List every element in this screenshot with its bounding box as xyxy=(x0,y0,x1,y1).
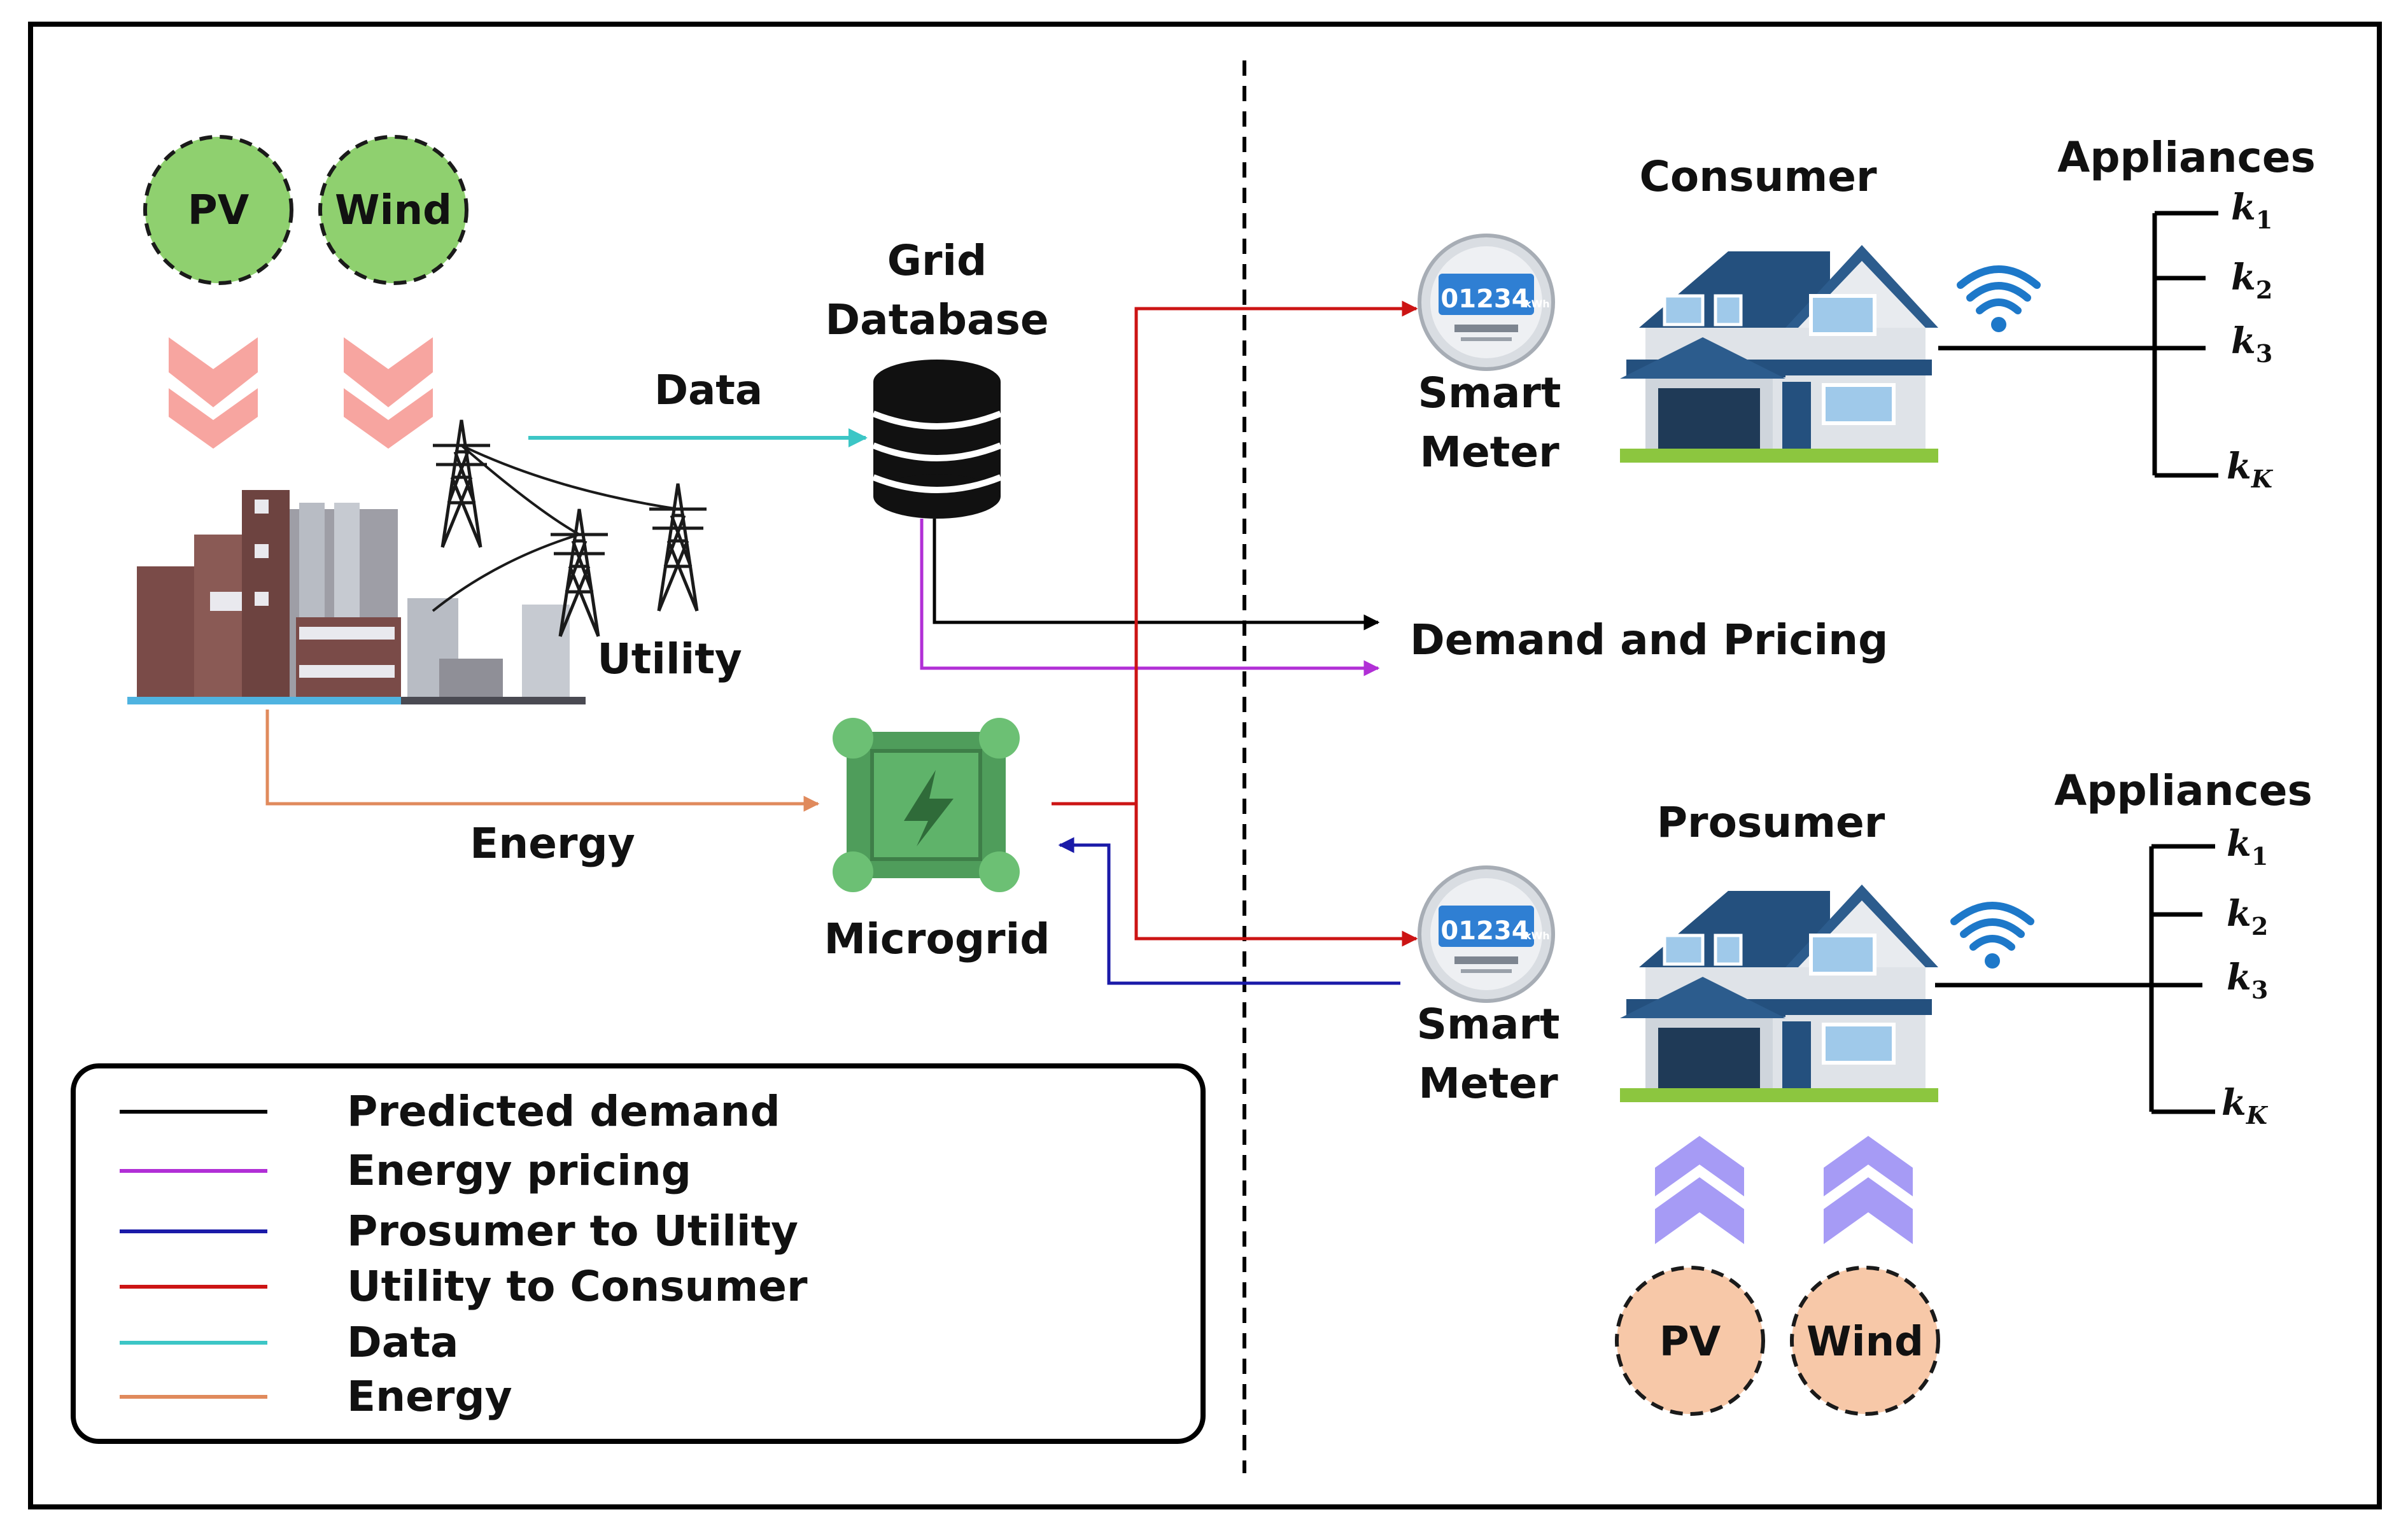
prosumer-appliance-k3: k3 xyxy=(2227,956,2268,1004)
consumer-appliance-k2: k2 xyxy=(2231,256,2272,304)
utility-to-consumer-arrow xyxy=(1134,804,1418,947)
consumer-meter-label-line1: Smart xyxy=(1418,368,1561,417)
power-plant-icon xyxy=(127,490,586,704)
prosumer-pv-source: PV xyxy=(1615,1266,1765,1416)
left-pv-label: PV xyxy=(188,187,250,234)
left-pv-source: PV xyxy=(143,135,293,285)
energy-pricing-arrow xyxy=(920,519,1380,676)
prosumer-meter-label-line2: Meter xyxy=(1418,1059,1558,1108)
transmission-tower-icon xyxy=(433,420,707,636)
grid-database-title-line2: Database xyxy=(825,295,1048,344)
legend-label: Prosumer to Utility xyxy=(347,1207,798,1256)
legend-label: Utility to Consumer xyxy=(347,1262,808,1311)
legend-label: Energy pricing xyxy=(347,1146,691,1195)
consumer-meter-label-line2: Meter xyxy=(1419,428,1560,477)
prosumer-title: Prosumer xyxy=(1657,798,1885,847)
up-chevron-icon xyxy=(1655,1136,1744,1244)
prosumer-wind-source: Wind xyxy=(1790,1266,1940,1416)
data-label: Data xyxy=(654,367,763,414)
down-chevron-icon xyxy=(344,337,433,449)
consumer-title: Consumer xyxy=(1639,152,1877,201)
legend-label: Data xyxy=(347,1318,458,1367)
grid-database-title-line1: Grid xyxy=(887,236,987,285)
utility-to-consumer-arrow xyxy=(1052,300,1418,806)
consumer-smart-meter-icon: 01234 kWh xyxy=(1419,235,1553,369)
consumer-appliance-tree xyxy=(1938,211,2218,478)
prosumer-meter-digits: 01234 xyxy=(1440,916,1529,946)
left-wind-source: Wind xyxy=(318,135,468,285)
left-wind-label: Wind xyxy=(335,187,452,234)
prosumer-meter-unit: kWh xyxy=(1524,930,1550,942)
consumer-meter-unit: kWh xyxy=(1524,298,1550,310)
consumer-meter-digits: 01234 xyxy=(1440,284,1529,314)
prosumer-appliances-title: Appliances xyxy=(2054,766,2313,815)
legend-label: Predicted demand xyxy=(347,1087,780,1136)
consumer-appliance-k1: k1 xyxy=(2231,186,2272,234)
prosumer-wind-label: Wind xyxy=(1806,1319,1924,1366)
prosumer-appliance-kK: kK xyxy=(2221,1082,2269,1130)
prosumer-appliance-k2: k2 xyxy=(2227,893,2268,941)
legend-label: Energy xyxy=(347,1372,512,1421)
prosumer-appliance-tree xyxy=(1935,844,2215,1114)
up-chevron-icon xyxy=(1824,1136,1913,1244)
energy-arrow xyxy=(265,710,820,812)
prosumer-appliance-k1: k1 xyxy=(2227,823,2268,871)
down-chevron-icon xyxy=(169,337,258,449)
database-icon xyxy=(872,360,1002,519)
consumer-appliance-k3: k3 xyxy=(2231,320,2272,368)
microgrid-label: Microgrid xyxy=(824,914,1050,963)
energy-label: Energy xyxy=(470,819,635,868)
utility-label: Utility xyxy=(597,634,742,683)
predicted-demand-arrow xyxy=(933,519,1380,631)
consumer-appliances-title: Appliances xyxy=(2057,133,2316,182)
prosumer-smart-meter-icon: 01234 kWh xyxy=(1419,867,1553,1001)
microgrid-icon xyxy=(833,718,1020,892)
consumer-appliance-kK: kK xyxy=(2227,445,2274,493)
prosumer-pv-label: PV xyxy=(1659,1319,1721,1366)
demand-and-pricing-label: Demand and Pricing xyxy=(1410,615,1888,664)
prosumer-to-utility-arrow xyxy=(1058,837,1400,985)
prosumer-meter-label-line1: Smart xyxy=(1417,1000,1560,1049)
